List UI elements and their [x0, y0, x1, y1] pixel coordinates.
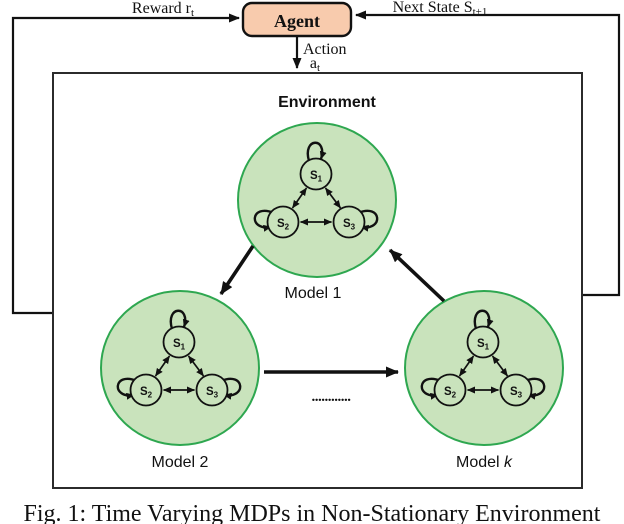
model-2-state-s2: S2 [140, 386, 153, 400]
reward-feedback-line [11, 13, 240, 315]
agent-box [241, 1, 353, 38]
model-k-state-s3: S3 [510, 386, 523, 400]
model-2-label: Model 2 [152, 454, 209, 471]
model-1-label: Model 1 [285, 285, 342, 302]
models-ellipsis: ............ [312, 389, 352, 405]
figure-caption: Fig. 1: Time Varying MDPs in Non-Station… [24, 501, 601, 524]
agent-label: Agent [274, 11, 320, 31]
environment-label: Environment [278, 94, 376, 111]
model-1-state-s3: S3 [343, 218, 356, 232]
model-k-state-s1: S1 [477, 338, 490, 352]
action-symbol: at [310, 55, 320, 74]
model-1-state-s2: S2 [277, 218, 290, 232]
model-k-state-s2: S2 [444, 386, 457, 400]
reward-label: Reward rt [132, 0, 194, 19]
model-1-graph [238, 123, 396, 277]
action-label: Action [303, 41, 347, 58]
model-2-state-s3: S3 [206, 386, 219, 400]
model-1-state-s1: S1 [310, 170, 323, 184]
next-state-feedback-line [355, 10, 621, 297]
model-2-graph [101, 291, 259, 445]
model-k-label: Model k [456, 454, 513, 471]
model-2-state-s1: S1 [173, 338, 186, 352]
next-state-label: Next State St+1 [393, 0, 488, 18]
arrow-modelk-to-model1 [388, 248, 446, 303]
model-k-graph [405, 291, 563, 445]
arrow-model1-to-model2 [219, 245, 255, 295]
